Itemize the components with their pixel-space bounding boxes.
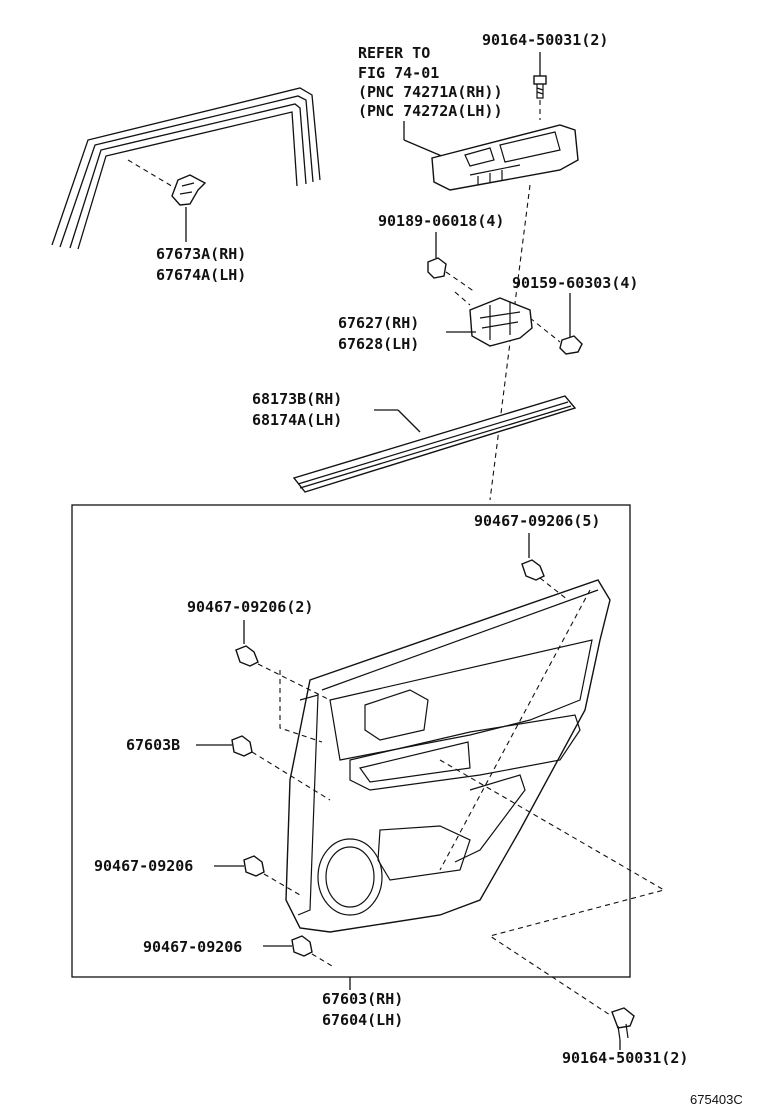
window-clip-part [171,174,207,206]
refer-to-line-1: REFER TO [358,44,430,62]
screw-top-label: 90164-50031(2) [482,31,608,49]
clip-2-label: 90467-09206(2) [187,598,313,616]
clip-low-label: 90467-09206 [143,938,242,956]
refer-to-line-3: (PNC 74271A(RH)) [358,83,503,101]
bracket-part [469,297,533,347]
door-window-frame [51,87,321,250]
refer-to-line-4: (PNC 74272A(LH)) [358,102,503,120]
panel-rh-label: 67603(RH) [322,990,403,1008]
bolt-part [559,335,583,355]
panel-lh-label: 67604(LH) [322,1011,403,1029]
nut-label: 90189-06018(4) [378,212,504,230]
clip-window-rh-label: 67673A(RH) [156,245,246,263]
nut-part [427,257,447,279]
door-panel-frame [71,504,631,978]
screw-bottom-part [611,1007,635,1041]
bolt-label: 90159-60303(4) [512,274,638,292]
door-trim-panel [285,579,611,933]
bracket-rh-label: 67627(RH) [338,314,419,332]
clip-5-label: 90467-09206(5) [474,512,600,530]
refer-to-line-2: FIG 74-01 [358,64,439,82]
screw-top-part [533,75,547,99]
clip-low-part [291,935,313,957]
weatherstrip-rh-label: 68173B(RH) [252,390,342,408]
screw-bottom-label: 90164-50031(2) [562,1049,688,1067]
clip-window-lh-label: 67674A(LH) [156,266,246,284]
clip-mid-part [243,855,265,877]
figure-code: 675403C [690,1092,743,1107]
weatherstrip-part [292,395,577,493]
clip-2-part [235,645,259,667]
clip-b-part [231,735,253,757]
window-switch-base [431,124,579,191]
clip-5-part [521,559,545,581]
clip-b-label: 67603B [126,736,180,754]
bracket-lh-label: 67628(LH) [338,335,419,353]
weatherstrip-lh-label: 68174A(LH) [252,411,342,429]
clip-mid-label: 90467-09206 [94,857,193,875]
